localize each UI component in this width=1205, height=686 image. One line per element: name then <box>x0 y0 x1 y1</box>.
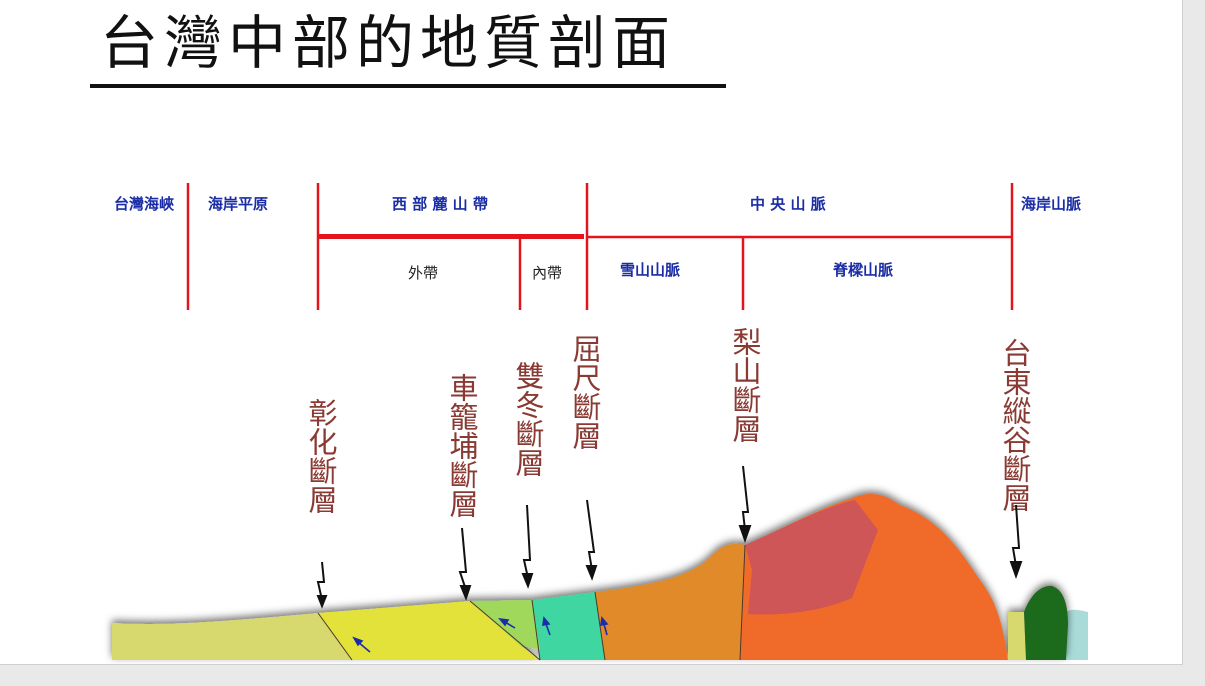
region-coastal-plain: 海岸平原 <box>208 195 269 213</box>
region-western-foothills: 西 部 麓 山 帶 <box>392 195 488 213</box>
region-coastal-range: 海岸山脈 <box>1021 195 1082 213</box>
fault-label-taitung-valley: 台東縱谷斷層 <box>998 338 1032 512</box>
foothills-subdivision-bar <box>318 234 584 239</box>
fault-traces <box>317 544 746 661</box>
region-taiwan-strait: 台灣海峽 <box>114 195 175 213</box>
fault-label-shuangtung: 雙冬斷層 <box>511 361 545 477</box>
subregion-inner-belt: 內帶 <box>532 264 563 282</box>
fault-label-chuchih: 屈尺斷層 <box>568 334 602 450</box>
subregion-hsuehshan-range: 雪山山脈 <box>620 261 681 279</box>
fault-label-changhua: 彰化斷層 <box>304 398 338 514</box>
region-dividers <box>186 183 1014 310</box>
cross-section-diagram <box>112 183 1088 661</box>
fault-label-chelungpu: 車籠埔斷層 <box>445 373 479 518</box>
layer-outer-belt <box>318 601 540 660</box>
layer-backbone-top <box>745 500 878 615</box>
layer-valley <box>1008 612 1026 660</box>
layer-hsuehshan <box>595 543 760 660</box>
fault-pointers <box>316 465 1023 609</box>
layer-inner-teal <box>532 592 605 660</box>
subregion-outer-belt: 外帶 <box>408 264 439 282</box>
layer-coastal-range <box>1024 585 1068 660</box>
slip-arrows <box>352 616 609 653</box>
region-central-range: 中 央 山 脈 <box>750 195 826 213</box>
layer-coastal-plain <box>112 613 352 660</box>
fault-label-lishan: 梨山斷層 <box>728 327 762 443</box>
slide: 台灣中部的地質剖面 台灣海峽 海岸平原 西 部 麓 山 帶 中 央 山 脈 海岸… <box>0 0 1183 665</box>
subregion-backbone-range: 脊樑山脈 <box>833 261 894 279</box>
title-underline <box>90 84 726 88</box>
page-title: 台灣中部的地質剖面 <box>100 9 677 77</box>
sea-right <box>1066 609 1088 660</box>
